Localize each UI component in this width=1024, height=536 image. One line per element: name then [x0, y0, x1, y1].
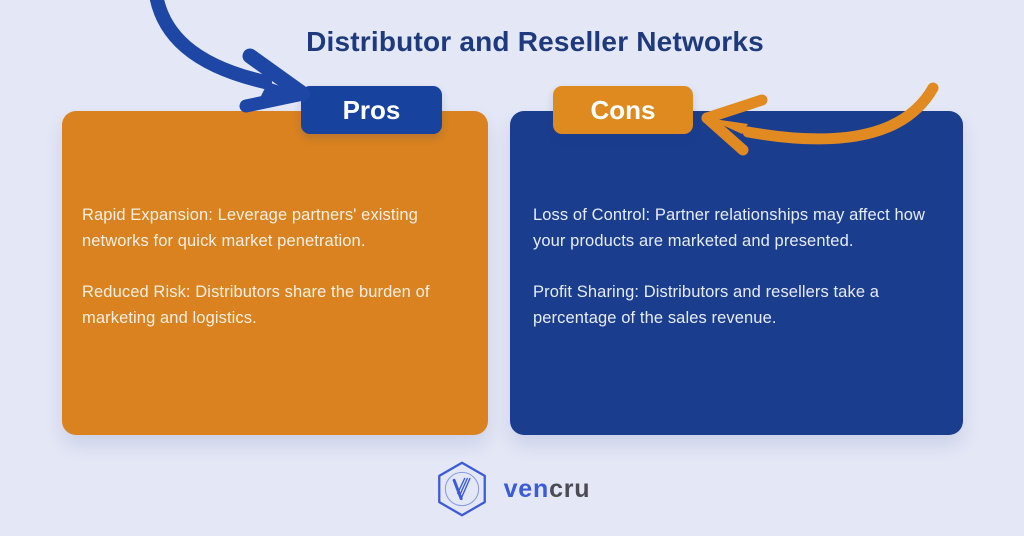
- pros-point-1: Rapid Expansion: Leverage partners' exis…: [82, 206, 418, 250]
- cons-point-1: Loss of Control: Partner relationships m…: [533, 206, 926, 250]
- cons-card: Loss of Control: Partner relationships m…: [510, 111, 963, 435]
- brand-name: vencru: [504, 475, 591, 504]
- pros-badge: Pros: [301, 86, 442, 134]
- brand-name-cru: cru: [549, 474, 591, 503]
- cons-point-2: Profit Sharing: Distributors and reselle…: [533, 283, 880, 327]
- curved-arrow-down-right-icon: [149, 0, 311, 113]
- pros-card: Rapid Expansion: Leverage partners' exis…: [62, 111, 488, 435]
- cons-badge: Cons: [553, 86, 693, 134]
- brand-footer: vencru: [0, 458, 1024, 520]
- vencru-logo-icon: [437, 461, 486, 517]
- brand-name-ven: ven: [503, 474, 550, 503]
- page-title: Distributor and Reseller Networks: [306, 26, 764, 57]
- pros-point-2: Reduced Risk: Distributors share the bur…: [82, 283, 430, 327]
